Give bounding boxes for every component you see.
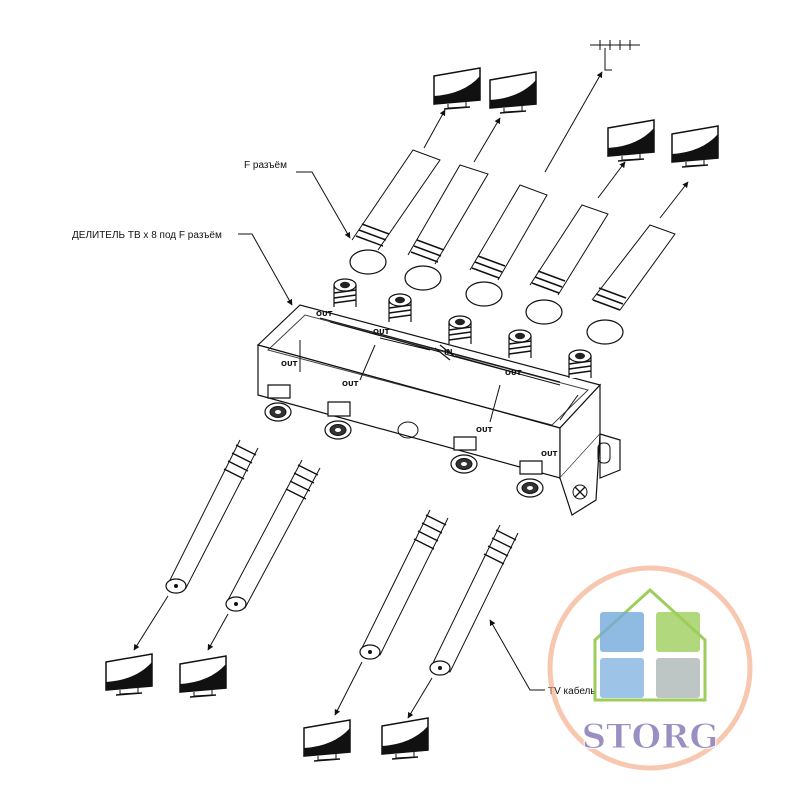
tv-icon-top-4 (671, 125, 719, 168)
lower-arrows (133, 595, 433, 719)
tv-icon-top-2 (489, 71, 537, 114)
label-f-connector: F разъём (244, 160, 287, 171)
leader-tv-cable (489, 619, 545, 691)
label-splitter: ДЕЛИТЕЛЬ ТВ х 8 под F разъём (72, 230, 222, 241)
tv-icon-top-1 (433, 67, 481, 110)
port-label-out-3: OUT (281, 360, 298, 368)
port-label-out-2: OUT (373, 328, 390, 336)
upper-arrows (423, 71, 689, 219)
port-label-out-6: OUT (476, 426, 493, 434)
kettle-icon (656, 612, 700, 652)
multimeter-icon (600, 658, 644, 698)
leader-splitter (238, 233, 293, 306)
tv-icon-bottom-1 (105, 653, 153, 696)
port-label-out-7: OUT (541, 450, 558, 458)
label-tv-cable: TV кабель (548, 685, 596, 697)
port-label-out-5: OUT (505, 369, 522, 377)
tv-icon-bottom-2 (179, 655, 227, 698)
ac-icon (600, 612, 644, 652)
upper-cables (349, 149, 676, 345)
logo-text: STORG (582, 717, 719, 757)
port-label-in: IN (444, 348, 453, 356)
port-label-out-4: OUT (342, 380, 359, 388)
storg-logo: STORG (547, 565, 753, 771)
lower-cables (165, 439, 519, 676)
tv-icon-bottom-3 (303, 719, 351, 762)
port-label-out-1: OUT (316, 310, 333, 318)
drill-icon (656, 658, 700, 698)
splitter-body (256, 304, 621, 516)
tv-icon-top-3 (607, 119, 655, 162)
tv-icon-bottom-4 (381, 717, 429, 760)
leader-f-connector (296, 171, 351, 239)
antenna-icon (590, 40, 640, 71)
front-ports (264, 384, 544, 498)
